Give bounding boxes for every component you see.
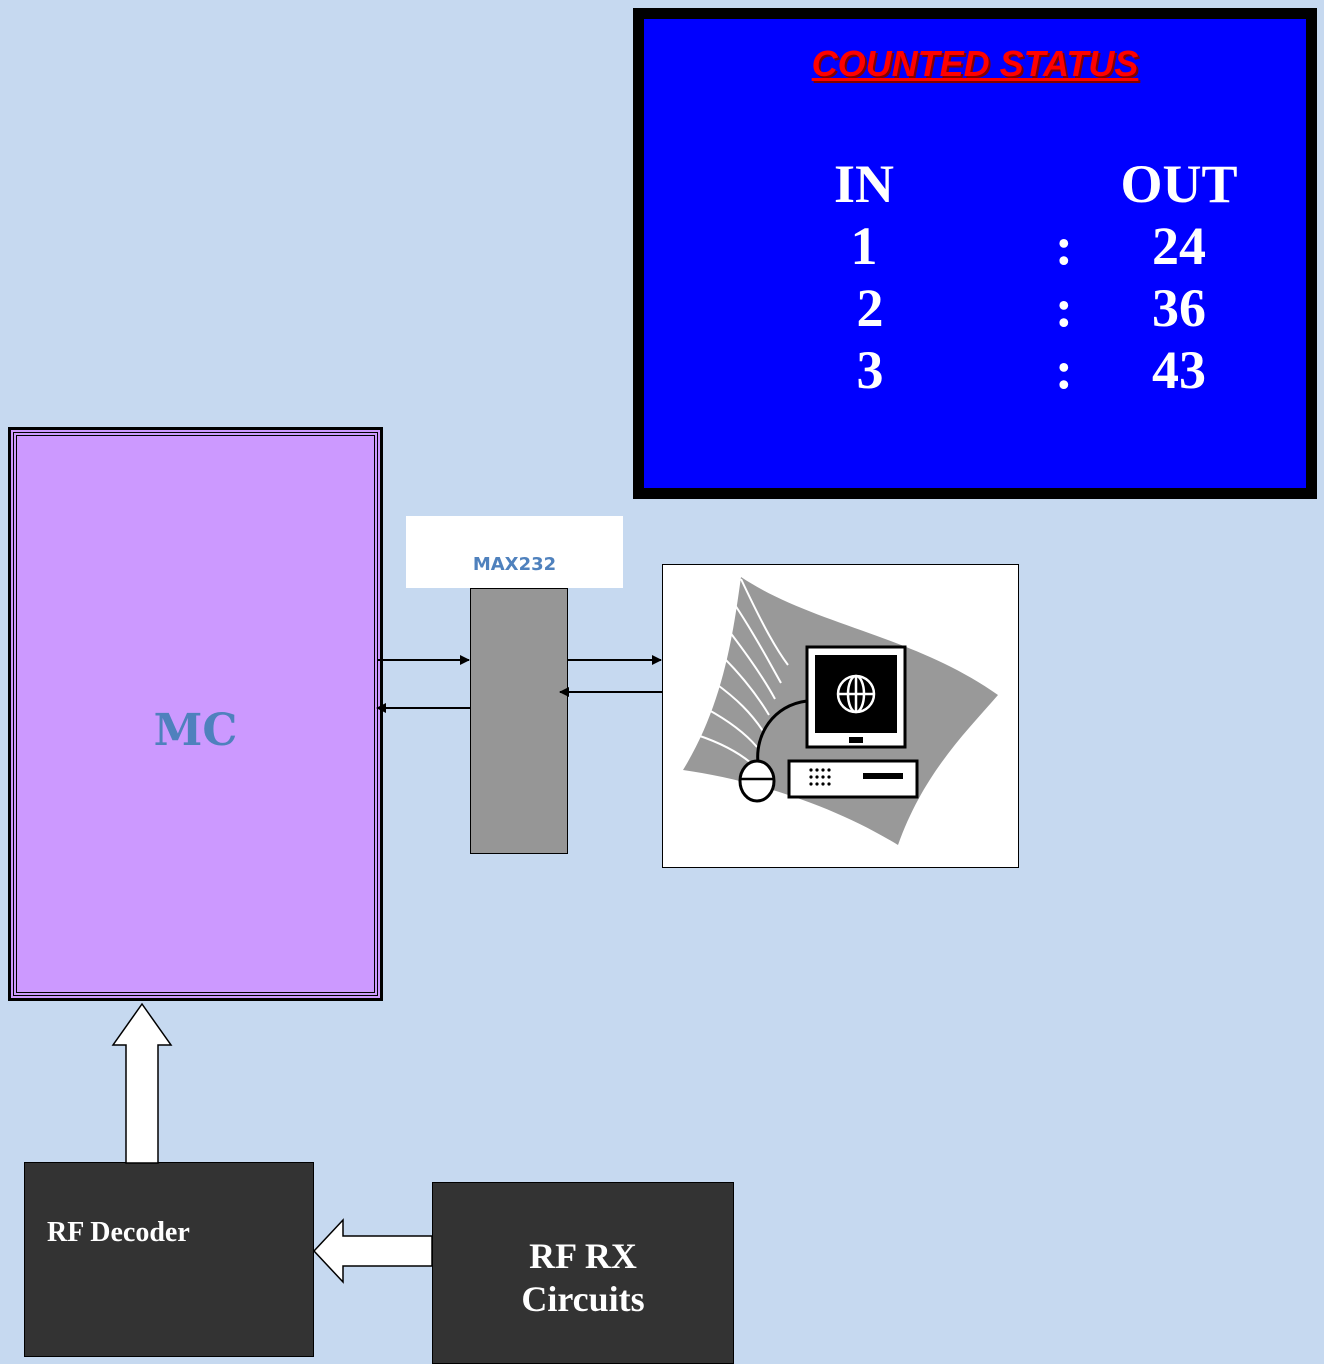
block-arrow-decoder-to-mc — [113, 1004, 171, 1163]
block-arrow-rx-to-decoder — [314, 1220, 432, 1282]
